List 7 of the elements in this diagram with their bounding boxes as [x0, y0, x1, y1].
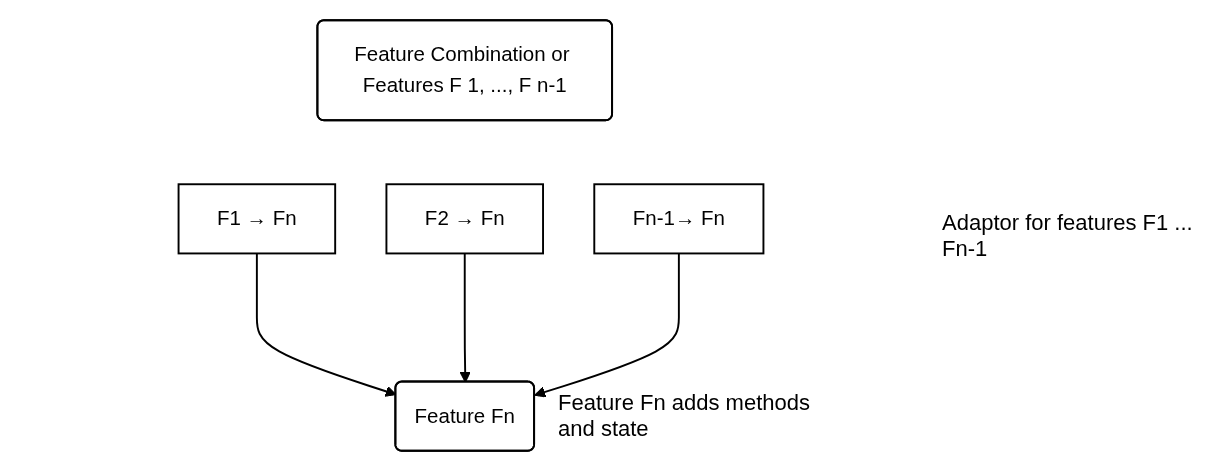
arrow: [459, 252, 471, 383]
node-box: F1 → Fn: [177, 183, 337, 255]
note-text: Adaptor for features F1 ... Fn-1: [942, 209, 1194, 262]
arrow: [534, 252, 680, 398]
node-box: F2 → Fn: [385, 183, 544, 255]
node-caption: Feature Fn adds methods and state: [558, 390, 811, 443]
node-box: Fn-1→ Fn: [593, 183, 765, 255]
